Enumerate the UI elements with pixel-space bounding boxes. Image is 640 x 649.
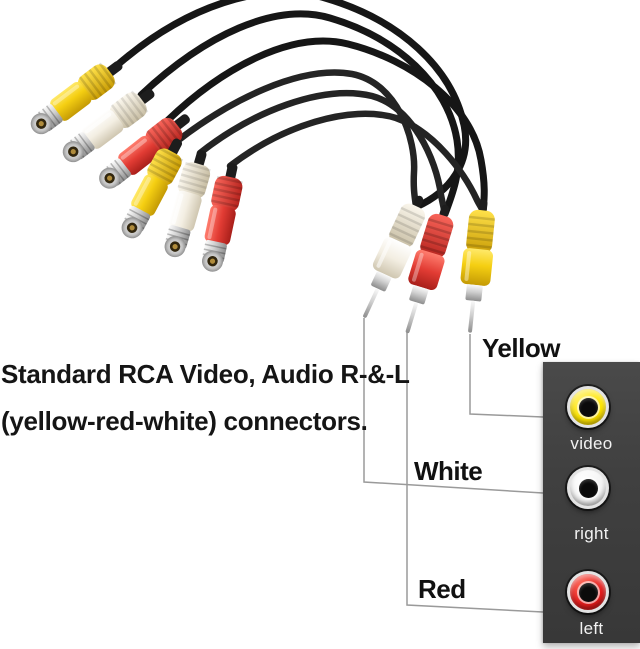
callout-label-red: Red	[418, 574, 466, 604]
device-panel: video right left	[543, 362, 640, 643]
right-jack-icon	[567, 467, 609, 509]
callout-label-white: White	[414, 456, 483, 486]
video-jack-label: video	[570, 434, 613, 453]
jack-hole	[578, 582, 598, 602]
cable-strand	[163, 37, 488, 216]
right-jack-label: right	[574, 524, 609, 543]
caption-line-1: Standard RCA Video, Audio R-&-L	[1, 359, 410, 389]
caption-line-2: (yellow-red-white) connectors.	[1, 406, 368, 436]
callout-label-yellow: Yellow	[482, 333, 560, 363]
cable-strand	[172, 69, 420, 211]
callout-lines	[363, 318, 544, 613]
left-jack-label: left	[579, 619, 604, 638]
callout-line-red	[406, 331, 544, 613]
jack-hole	[578, 478, 598, 498]
cable-strand	[226, 110, 487, 216]
callout-line-white	[363, 318, 544, 494]
male-plug-yellow	[453, 196, 501, 336]
jack-hole	[578, 397, 598, 417]
callout-line-yellow	[469, 334, 544, 418]
left-jack-icon	[567, 571, 609, 613]
cable-strand	[196, 89, 449, 218]
video-jack-icon	[567, 386, 609, 428]
